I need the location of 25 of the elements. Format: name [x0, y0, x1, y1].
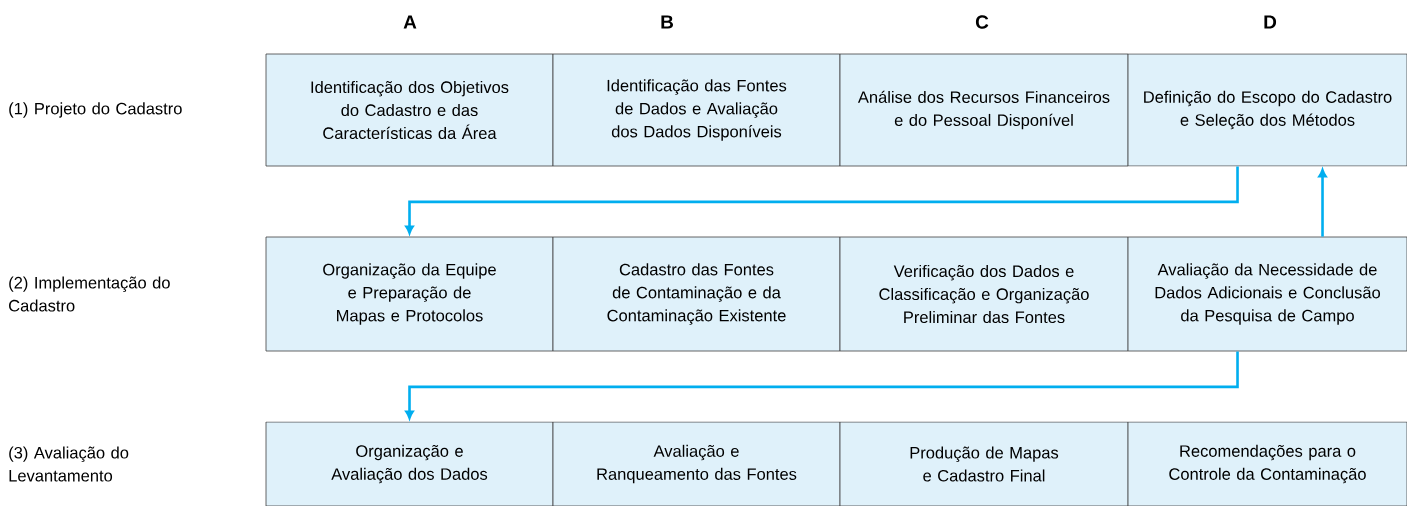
arrow [405, 351, 1239, 420]
process-box: Identificação dos Objetivos do Cadastro e das Características da Área [265, 53, 554, 167]
process-box: Organização da Equipe e Preparação de Mapas e Protocolos [265, 236, 554, 352]
process-box: Análise dos Recursos Financeiros e do Pessoal Disponível [839, 53, 1129, 167]
column-letter: C [975, 15, 989, 29]
process-box: Cadastro das Fontes de Contaminação e da Contaminação Existente [552, 236, 841, 352]
node-label: Organização e Avaliação dos Dados [331, 444, 488, 484]
process-box: Avaliação da Necessidade de Dados Adicionais e Conclusão da Pesquisa de Campo [1127, 236, 1407, 352]
node-label: Produção de Mapas e Cadastro Final [910, 446, 1059, 482]
node-label: Avaliação e Ranqueamento das Fontes [597, 444, 797, 484]
process-box: Definição do Escopo do Cadastro e Seleção dos Métodos [1127, 53, 1407, 167]
arrow [405, 166, 1239, 235]
row-label: (3) Avaliação do Levantamento [9, 446, 129, 482]
row-label: (2) Implementação do Cadastro [9, 276, 170, 312]
process-box: Produção de Mapas e Cadastro Final [839, 421, 1129, 506]
column-letter: A [403, 15, 417, 29]
process-box: Identificação das Fontes de Dados e Avaliação dos Dados Disponíveis [552, 53, 841, 167]
process-box: Avaliação e Ranqueamento das Fontes [552, 421, 841, 506]
column-letter: B [661, 15, 673, 29]
process-box: Organização e Avaliação dos Dados [265, 421, 554, 506]
column-letter: D [1264, 15, 1277, 29]
process-box: Recomendações para o Controle da Contaminação [1127, 421, 1407, 506]
process-box: Verificação dos Dados e Classificação e Organização Preliminar das Fontes [839, 236, 1129, 352]
row-label: (1) Projeto do Cadastro [9, 102, 182, 118]
arrow [1318, 168, 1327, 237]
